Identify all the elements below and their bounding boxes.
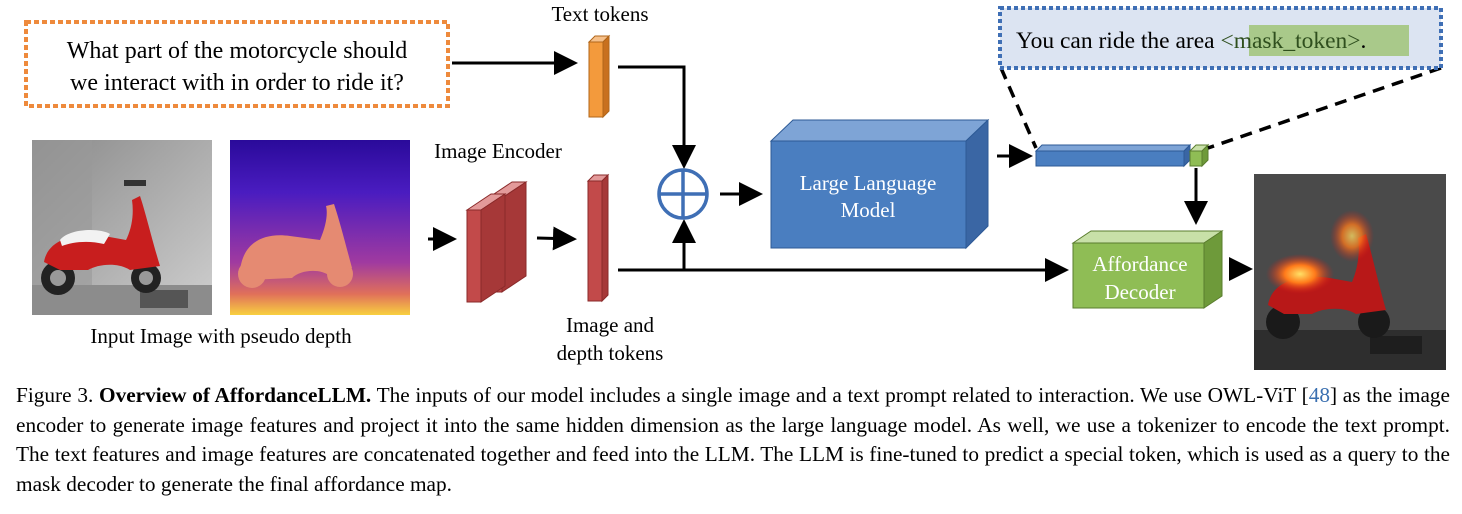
figure-caption: Figure 3. Overview of AffordanceLLM. The… xyxy=(16,381,1450,499)
architecture-diagram: What part of the motorcycle should we in… xyxy=(24,2,1446,370)
image-encoder-label: Image Encoder xyxy=(434,139,562,163)
figure-label: Figure 3. xyxy=(16,383,94,407)
llm-label-1: Large Language xyxy=(800,171,937,195)
llm-label-2: Model xyxy=(841,198,896,222)
text-tokens-block xyxy=(587,34,611,119)
depth-image xyxy=(230,140,410,315)
mask-token-block xyxy=(1188,143,1210,168)
arrow-encoder-to-tokens xyxy=(536,226,577,251)
prompt-line-1: What part of the motorcycle should xyxy=(67,38,408,64)
output-tokens-block xyxy=(1034,143,1192,168)
image-encoder-block xyxy=(465,181,528,303)
affordance-map-image xyxy=(1254,174,1446,370)
decoder-label-2: Decoder xyxy=(1104,280,1175,304)
text-tokens-label: Text tokens xyxy=(551,2,648,26)
output-text-suffix: . xyxy=(1361,28,1367,54)
affordance-decoder-block: Affordance Decoder xyxy=(1071,230,1224,309)
caption-part-1: The inputs of our model includes a singl… xyxy=(371,383,1309,407)
prompt-box: What part of the motorcycle should we in… xyxy=(24,20,450,108)
concat-plus-symbol xyxy=(657,168,709,220)
input-image-caption: Input Image with pseudo depth xyxy=(90,324,352,348)
output-text: You can ride the area <mask_token>. xyxy=(1016,28,1366,54)
llm-block: Large Language Model xyxy=(769,118,990,250)
decoder-label-1: Affordance xyxy=(1092,252,1187,276)
mask-token-highlight xyxy=(1249,25,1409,56)
image-tokens-label-2: depth tokens xyxy=(557,341,664,365)
image-tokens-block xyxy=(586,173,610,303)
input-image xyxy=(32,140,212,315)
output-mask-token: <mask_token> xyxy=(1220,28,1360,54)
callout-line-left xyxy=(999,67,1038,149)
image-tokens-label-1: Image and xyxy=(566,313,655,337)
arrow-text-to-plus xyxy=(618,65,696,169)
callout-line-right xyxy=(1207,66,1442,150)
prompt-line-2: we interact with in order to ride it? xyxy=(70,70,404,96)
citation-ref[interactable]: 48 xyxy=(1308,383,1330,407)
output-text-box: You can ride the area <mask_token>. xyxy=(998,6,1443,70)
output-text-prefix: You can ride the area xyxy=(1016,28,1220,54)
figure-title: Overview of AffordanceLLM. xyxy=(99,383,372,407)
caption-part-2: ] as the image encoder to generate image… xyxy=(16,383,1451,496)
